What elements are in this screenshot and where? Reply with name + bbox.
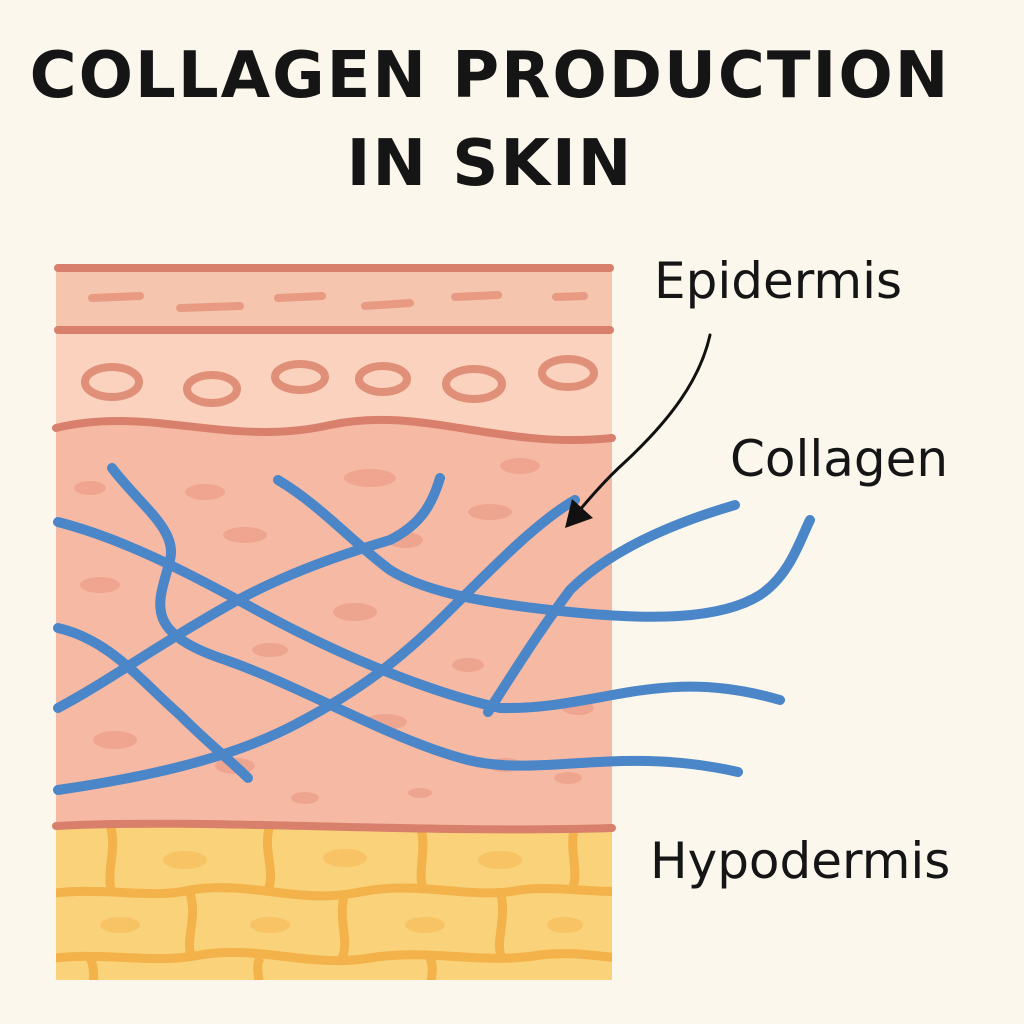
collagen-fiber <box>53 623 253 783</box>
label-collagen: Collagen <box>730 430 949 488</box>
label-hypodermis: Hypodermis <box>650 832 951 890</box>
pointer-arrow <box>565 333 712 528</box>
collagen-fiber <box>483 500 740 717</box>
epidermis-layer <box>52 264 616 445</box>
collagen-fibers <box>53 463 815 795</box>
collagen-fiber <box>107 463 743 777</box>
collagen-fiber <box>53 473 445 713</box>
collagen-fiber <box>53 517 785 714</box>
label-epidermis: Epidermis <box>654 252 903 310</box>
title-line-2: IN SKIN <box>346 127 634 201</box>
title-line-1: COLLAGEN PRODUCTION <box>29 39 951 113</box>
hypodermis-layer <box>56 825 612 980</box>
diagram-title: COLLAGEN PRODUCTION IN SKIN <box>0 32 980 208</box>
collagen-fiber <box>273 475 815 622</box>
collagen-fiber <box>53 495 580 795</box>
